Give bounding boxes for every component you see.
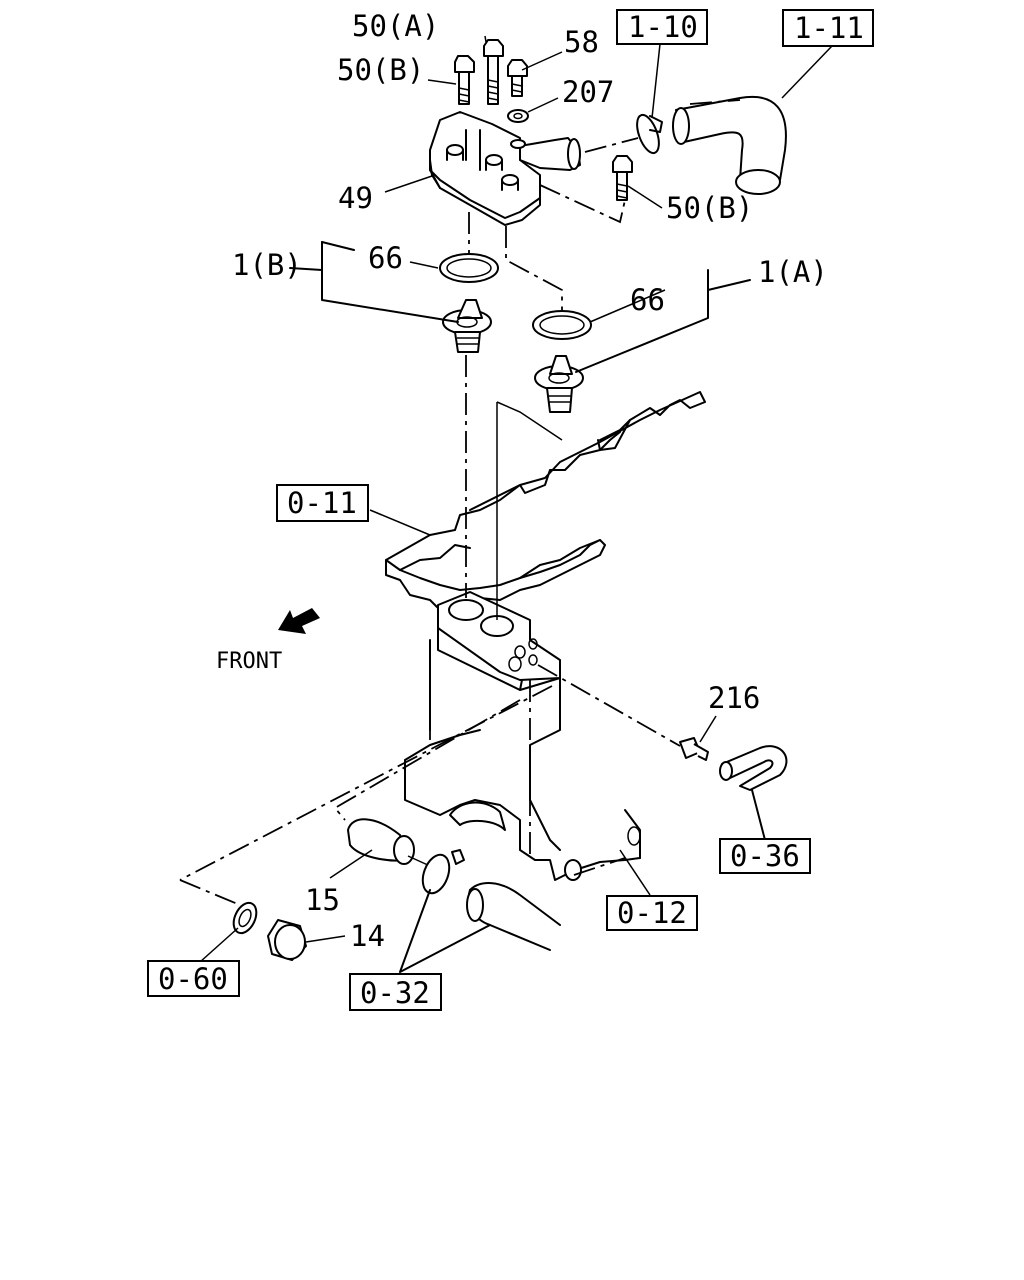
ref-box-0-36: 0-36 xyxy=(719,838,811,874)
washer-207 xyxy=(507,109,529,123)
radiator-hose xyxy=(672,95,787,195)
front-arrow-icon xyxy=(278,608,320,634)
bolt-50b-top xyxy=(454,55,475,105)
label-15: 15 xyxy=(305,883,340,917)
front-label: FRONT xyxy=(216,649,282,674)
label-50b-top: 50(B) xyxy=(337,53,424,87)
label-216: 216 xyxy=(708,681,760,715)
washer-0-60 xyxy=(232,901,258,935)
label-1b: 1(B) xyxy=(232,248,302,282)
ref-1-11: 1-11 xyxy=(794,11,864,45)
ref-box-0-60: 0-60 xyxy=(147,960,240,997)
bolt-50b-right xyxy=(612,155,633,201)
ref-0-36: 0-36 xyxy=(730,839,800,873)
ref-0-32: 0-32 xyxy=(360,976,430,1010)
gasket-66-left xyxy=(439,253,499,283)
gasket-66-right xyxy=(532,310,592,340)
label-58: 58 xyxy=(564,25,599,59)
ref-box-0-32: 0-32 xyxy=(349,973,442,1011)
thermostat-1b xyxy=(442,299,492,353)
label-50a: 50(A) xyxy=(352,9,439,43)
ref-0-60: 0-60 xyxy=(158,962,228,996)
sensor-216 xyxy=(679,737,709,761)
drain-plug-14 xyxy=(267,919,307,961)
bolt-50a xyxy=(483,39,504,105)
label-66-left: 66 xyxy=(368,241,403,275)
ref-0-12: 0-12 xyxy=(617,896,687,930)
ref-box-0-11: 0-11 xyxy=(276,484,369,522)
bolt-58 xyxy=(507,59,528,97)
label-66-right: 66 xyxy=(630,283,665,317)
label-14: 14 xyxy=(350,919,385,953)
label-207: 207 xyxy=(562,75,614,109)
thermostat-housing xyxy=(429,111,581,226)
heater-hose xyxy=(719,745,788,791)
label-1a: 1(A) xyxy=(758,255,828,289)
thermostat-1a xyxy=(534,355,584,413)
ref-box-0-12: 0-12 xyxy=(606,895,698,931)
clamp-0-32 xyxy=(421,849,465,895)
pipe-15 xyxy=(347,818,431,867)
ref-0-11: 0-11 xyxy=(287,486,357,520)
ref-box-1-11: 1-11 xyxy=(782,9,874,47)
cylinder-head-block xyxy=(385,391,706,951)
ref-box-1-10: 1-10 xyxy=(616,9,708,45)
label-49: 49 xyxy=(338,181,373,215)
hose-clamp xyxy=(636,113,663,155)
ref-1-10: 1-10 xyxy=(628,10,698,44)
assembly-lines xyxy=(179,35,833,973)
label-50b-right: 50(B) xyxy=(666,191,753,225)
